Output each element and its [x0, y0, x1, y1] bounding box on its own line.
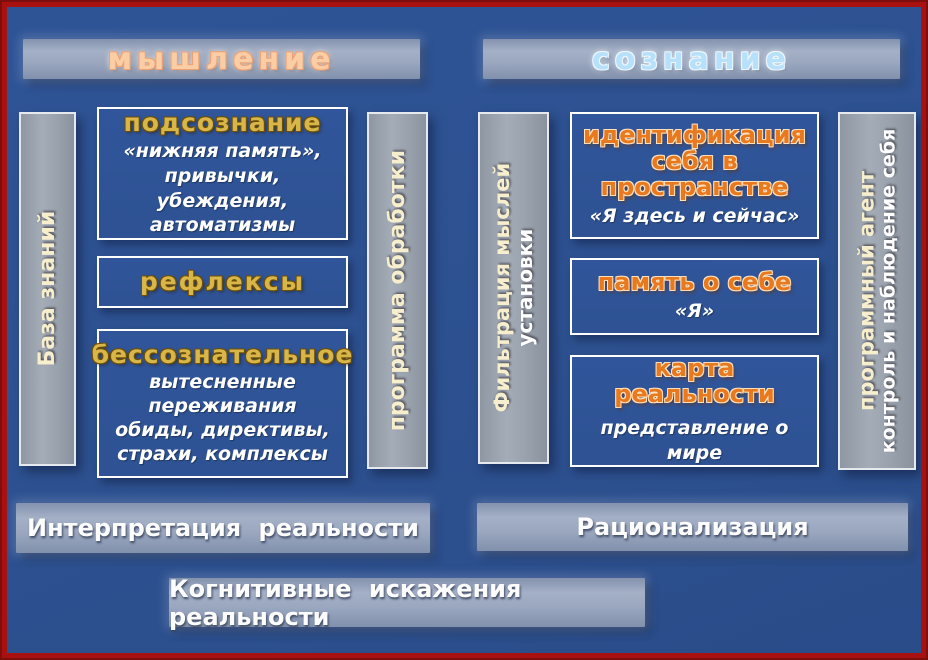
box-subconscious-title: подсознание [123, 107, 322, 137]
box-self-identification: идентификация себя в пространстве «Я зде… [570, 112, 819, 239]
box-unconscious-subtitle: вытесненные переживания обиды, директивы… [115, 371, 330, 465]
box-self-memory-subtitle: «Я» [674, 299, 715, 322]
box-reality-map: карта реальности представление о мире [570, 355, 819, 467]
box-subconscious: подсознание «нижняя память», привычки, у… [97, 107, 348, 240]
box-reflexes-title: рефлексы [139, 267, 306, 297]
box-self-memory: память о себе «Я» [570, 258, 819, 335]
box-reflexes: рефлексы [97, 256, 348, 308]
box-unconscious-title: бессознательное [91, 339, 354, 369]
box-unconscious: бессознательное вытесненные переживания … [92, 329, 352, 478]
processing-program-bar-label: программа обработки [384, 149, 410, 432]
self-observation-bar-label: контроль и наблюдение себя [877, 128, 900, 454]
program-agent-bar-label: программный агент [854, 170, 879, 412]
thought-filtering-bar-label: Фильтрация мыслей [489, 163, 514, 413]
rationalization-bar: Рационализация [477, 503, 908, 551]
header-thinking-label: мышление [107, 41, 336, 77]
program-agent-bar: программный агент контроль и наблюдение … [838, 112, 916, 470]
box-self-identification-title: идентификация себя в пространстве [583, 120, 806, 201]
attitudes-bar-label: установки [513, 229, 538, 347]
box-reality-map-subtitle: представление о мире [600, 417, 789, 464]
processing-program-bar: программа обработки [367, 112, 428, 469]
header-thinking: мышление [23, 39, 420, 79]
header-consciousness-label: сознание [592, 41, 791, 77]
cognitive-distortions-bar-label: Когнитивные искажения реальности [169, 574, 522, 631]
box-self-identification-subtitle: «Я здесь и сейчас» [589, 204, 800, 227]
program-agent-bar-textwrap: программный агент контроль и наблюдение … [840, 114, 914, 468]
knowledge-base-bar-label: База знаний [34, 211, 60, 367]
thought-filtering-bar: Фильтрация мыслей установки [478, 112, 549, 464]
rationalization-bar-label: Рационализация [576, 513, 809, 541]
header-consciousness: сознание [483, 39, 900, 79]
knowledge-base-bar: База знаний [19, 112, 76, 466]
diagram-canvas: мышление сознание База знаний подсознани… [7, 7, 921, 653]
knowledge-base-bar-textwrap: База знаний [21, 114, 74, 464]
processing-program-bar-textwrap: программа обработки [369, 114, 426, 467]
cognitive-distortions-bar: Когнитивные искажения реальности [169, 575, 645, 631]
interpretation-bar: Интерпретация реальности [16, 503, 430, 553]
interpretation-bar-label: Интерпретация реальности [27, 514, 419, 542]
box-reality-map-title: карта реальности [614, 354, 775, 409]
box-subconscious-subtitle: «нижняя память», привычки, убеждения, ав… [123, 140, 322, 237]
thought-filtering-bar-textwrap: Фильтрация мыслей установки [480, 114, 547, 462]
box-self-memory-title: память о себе [597, 267, 792, 296]
